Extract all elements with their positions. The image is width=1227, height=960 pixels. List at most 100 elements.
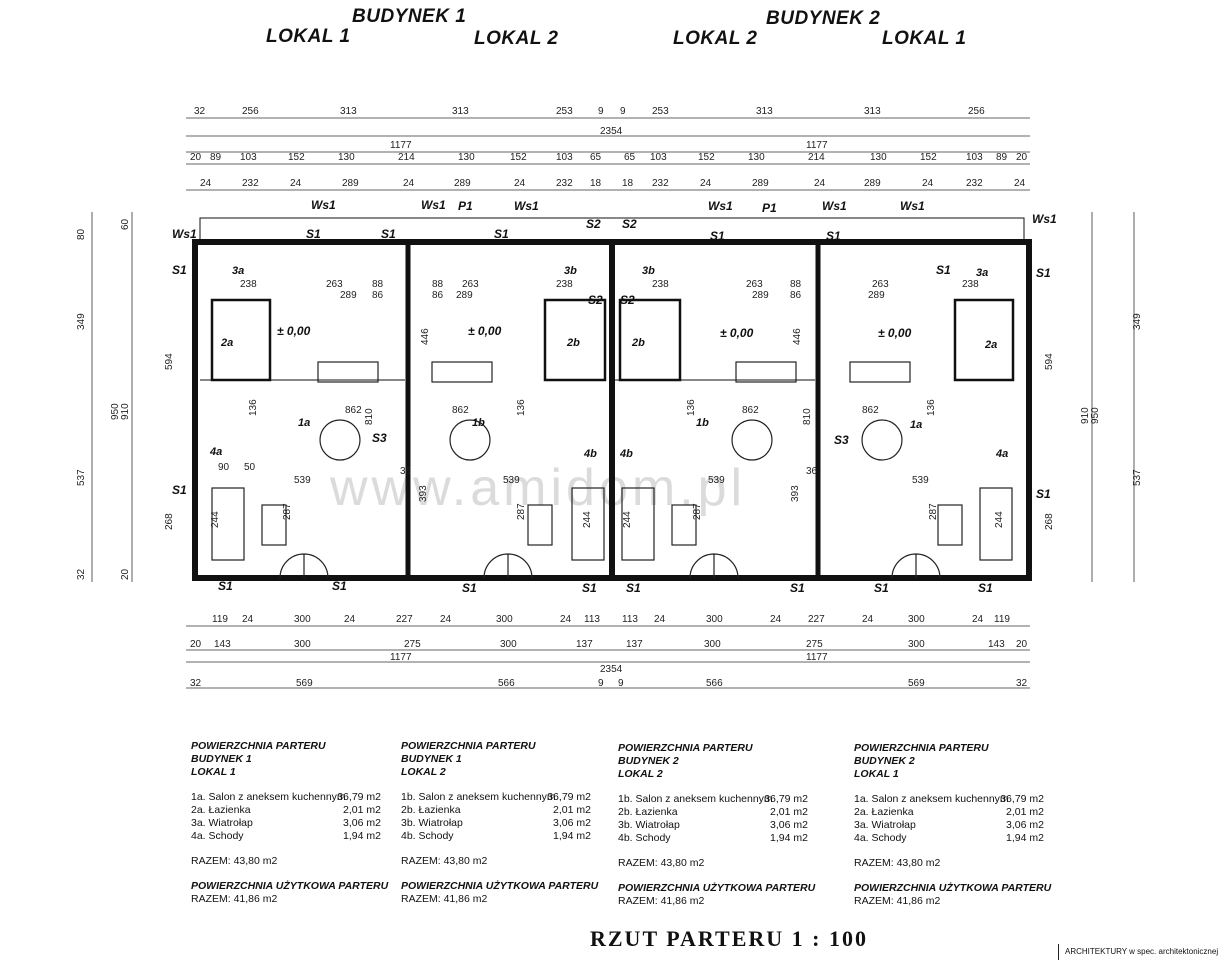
table-total: RAZEM: 43,80 m2 xyxy=(854,857,941,869)
dim-text: 143 xyxy=(214,639,231,650)
stair-label: S3 xyxy=(834,433,849,447)
dim-total-top: 2354 xyxy=(600,126,623,137)
row-name: 2b. Łazienka xyxy=(618,806,678,818)
dim-text: 569 xyxy=(296,678,313,689)
row-value: 3,06 m2 xyxy=(770,819,808,831)
wall-label: S1 xyxy=(172,483,187,497)
dim-text: 103 xyxy=(966,152,983,163)
dim-text: 24 xyxy=(1014,178,1026,189)
bathroom-2b-walls-b2 xyxy=(618,298,682,382)
room-4a-label: 4a xyxy=(209,446,222,458)
dim-text: 152 xyxy=(288,152,305,163)
dim-text: 24 xyxy=(654,614,666,625)
dim-text: 950 xyxy=(1090,407,1101,424)
dim-half-top: 1177 xyxy=(390,140,412,151)
dim-text: 244 xyxy=(582,511,593,528)
row-value: 3,06 m2 xyxy=(553,817,591,829)
dim-text: 287 xyxy=(282,503,293,520)
dim-text: 20 xyxy=(190,152,202,163)
wall-label: S1 xyxy=(826,229,841,243)
dim-text: 86 xyxy=(790,290,802,301)
dim-text: 24 xyxy=(770,614,782,625)
sofa xyxy=(621,487,655,561)
dim-text: 313 xyxy=(452,106,469,117)
dim-text: 539 xyxy=(912,475,929,486)
dim-text: 289 xyxy=(340,290,357,301)
dim-text: 232 xyxy=(966,178,983,189)
dim-text: 32 xyxy=(190,678,202,689)
table-usable-title: POWIERZCHNIA UŻYTKOWA PARTERU xyxy=(618,882,816,894)
dim-side: 349 594 950 910 537 268 32 20 80 60 349 … xyxy=(76,218,1143,580)
dim-text: 89 xyxy=(210,152,222,163)
dim-text: 810 xyxy=(802,408,813,425)
dim-text: 537 xyxy=(1132,469,1143,486)
row-name: 3a. Wiatrołap xyxy=(191,817,253,829)
dim-text: 88 xyxy=(432,279,444,290)
row-value: 2,01 m2 xyxy=(343,804,381,816)
dim-text: 214 xyxy=(398,152,415,163)
dim-text: 20 xyxy=(190,639,202,650)
row-name: 1b. Salon z aneksem kuchennym xyxy=(401,791,556,803)
dim-text: 88 xyxy=(790,279,802,290)
row-value: 1,94 m2 xyxy=(770,832,808,844)
room-3b-label: 3b xyxy=(564,265,577,277)
dim-text: 24 xyxy=(972,614,984,625)
window-label: Ws1 xyxy=(900,199,925,213)
table-usable-total: RAZEM: 41,86 m2 xyxy=(618,895,705,907)
dining-table xyxy=(319,419,361,461)
window-label: Ws1 xyxy=(421,198,446,212)
dim-text: 300 xyxy=(496,614,513,625)
coffee-table xyxy=(527,504,553,546)
level-mark: ± 0,00 xyxy=(720,326,754,340)
wall-label: S2 xyxy=(586,217,601,231)
dim-total-bottom: 2354 xyxy=(600,664,623,675)
room-1a-label: 1a xyxy=(298,417,310,429)
window-label: Ws1 xyxy=(172,227,197,241)
dim-text: 136 xyxy=(926,399,937,416)
dim-inner: 238 263 289 88 86 88 86 263 289 238 238 … xyxy=(210,279,1005,528)
coffee-table xyxy=(937,504,963,546)
sofa xyxy=(571,487,605,561)
dim-text: 152 xyxy=(920,152,937,163)
dim-text: 50 xyxy=(244,462,256,473)
bathroom-2b-walls-b1 xyxy=(543,298,607,382)
dining-table xyxy=(861,419,903,461)
dim-text: 143 xyxy=(988,639,1005,650)
room-2b-label: 2b xyxy=(566,337,580,349)
dim-text: 136 xyxy=(686,399,697,416)
row-value: 36,79 m2 xyxy=(1000,793,1044,805)
dim-text: 238 xyxy=(962,279,979,290)
dim-text: 24 xyxy=(560,614,572,625)
table-total: RAZEM: 43,80 m2 xyxy=(191,855,278,867)
dim-text: 130 xyxy=(870,152,887,163)
door-swing xyxy=(891,553,941,579)
dim-text: 300 xyxy=(908,639,925,650)
dim-text: 103 xyxy=(556,152,573,163)
row-name: 1a. Salon z aneksem kuchennym xyxy=(191,791,346,803)
dim-text: 136 xyxy=(248,399,259,416)
coffee-table xyxy=(671,504,697,546)
dim-text: 289 xyxy=(342,178,359,189)
dim-text: 113 xyxy=(584,614,600,625)
dim-text: 349 xyxy=(1132,313,1143,330)
dim-text: 256 xyxy=(242,106,259,117)
area-table-b1-l2: POWIERZCHNIA PARTERU BUDYNEK 1 LOKAL 2 1… xyxy=(401,740,598,906)
dim-text: 238 xyxy=(556,279,573,290)
building-1-header: BUDYNEK 1 xyxy=(352,6,467,27)
kitchen-island xyxy=(735,361,797,383)
wall-label: S1 xyxy=(332,579,347,593)
row-name: 1a. Salon z aneksem kuchennym xyxy=(854,793,1009,805)
stair-label: S3 xyxy=(372,431,387,445)
dim-text: 36 xyxy=(806,466,818,477)
dim-text: 89 xyxy=(996,152,1008,163)
dim-text: 9 xyxy=(598,678,604,689)
